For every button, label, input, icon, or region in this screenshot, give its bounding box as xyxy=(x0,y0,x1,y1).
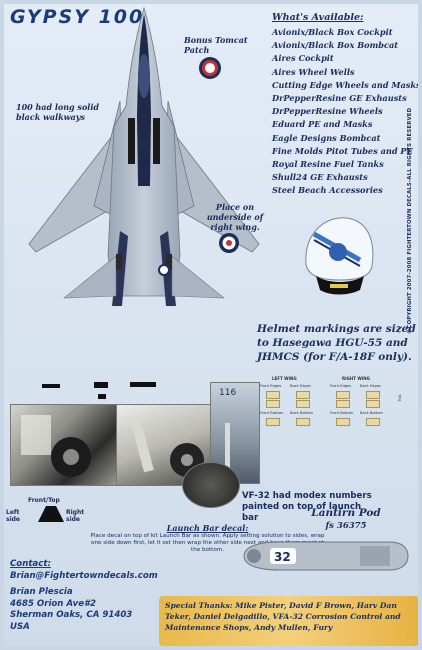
stencil-decal xyxy=(266,400,280,408)
available-products: What's Available: Avionix/Black Box Cock… xyxy=(272,12,418,198)
stencil-row-label: Front Bottom xyxy=(260,411,284,415)
lantirn-title: Lantirn Pod xyxy=(311,507,381,519)
available-item: Shull24 GE Exhausts xyxy=(272,172,368,183)
lantirn-pod-label: Lantirn Pod fs 36375 xyxy=(306,507,386,531)
modex-text: 116 xyxy=(219,388,236,398)
lantirn-fs-code: fs 36375 xyxy=(325,521,367,531)
available-item: DrPepperResine Wheels xyxy=(272,106,383,117)
contact-address2: Sherman Oaks, CA 91403 xyxy=(10,610,133,621)
roundel-icon xyxy=(219,233,239,253)
pod-number-text: 32 xyxy=(274,550,291,564)
vf32-note: VF-32 had modex numbers painted on top o… xyxy=(242,491,372,523)
launch-bar-closeup-photo xyxy=(182,462,240,508)
available-heading: What's Available: xyxy=(272,12,364,23)
stencil-decal xyxy=(266,391,280,399)
modex-number: 116 xyxy=(219,388,236,478)
launch-bar-instructions: Launch Bar decal: Place decal on top of … xyxy=(90,523,325,554)
available-item: Steel Beach Accessories xyxy=(272,185,383,196)
decal-strip xyxy=(42,384,60,388)
stencil-decal xyxy=(366,418,380,426)
stencil-row-label: Front Bottom xyxy=(330,411,354,415)
stencil-decal xyxy=(296,418,310,426)
stencil-decal xyxy=(366,400,380,408)
wheel-well-photo xyxy=(10,404,118,486)
wheel-icon xyxy=(21,415,91,477)
stencil-decal xyxy=(366,391,380,399)
special-thanks-text: Special Thanks: Mike Pister, David F Bro… xyxy=(165,601,401,632)
available-item: Avionix/Black Box Bombcat xyxy=(272,40,399,51)
stencil-decal xyxy=(336,400,350,408)
helmet-note: Helmet markings are sized to Hasegawa HG… xyxy=(257,323,416,363)
copyright-notice: ©COPYRIGHT 2007-2008 FIGHTERTOWN DECALS-… xyxy=(407,107,413,334)
stencil-decal xyxy=(296,400,310,408)
underside-note: Place on underside of right wing. xyxy=(206,202,264,232)
wing-stencil-chart: LEFT WING RIGHT WING Front Edges Back Ed… xyxy=(258,376,408,434)
stencil-col-label: Back Edges xyxy=(360,384,381,388)
launch-bar-title: Launch Bar decal: xyxy=(166,523,249,533)
launch-bar-decal-shape xyxy=(38,506,64,522)
bonus-patch-note: Bonus Tomcat Patch xyxy=(184,35,248,55)
left-wing-label: LEFT WING xyxy=(272,376,297,381)
available-item: Aires Cockpit xyxy=(272,53,334,64)
stencil-col-label: Front Edges xyxy=(330,384,352,388)
front-top-label: Front/Top xyxy=(28,497,60,504)
stencil-row-label: Back Bottom xyxy=(290,411,314,415)
stencil-decal xyxy=(336,418,350,426)
contact-block: Contact: Brian@Fightertowndecals.com Bri… xyxy=(10,559,180,634)
stencil-row-label: Back Bottom xyxy=(360,411,384,415)
available-item: DrPepperResine GE Exhausts xyxy=(272,93,407,104)
left-side-label: Left side xyxy=(6,509,20,523)
contact-email[interactable]: Brian@Fightertowndecals.com xyxy=(10,570,158,581)
contact-heading: Contact: xyxy=(10,559,51,569)
f14-tomcat-illustration xyxy=(28,6,260,306)
tail-label: TAIL xyxy=(397,394,402,402)
stencil-col-label: Front Edges xyxy=(260,384,282,388)
launch-bar-text: Place decal on top of kit Launch Bar as … xyxy=(90,533,325,553)
decal-strip xyxy=(94,382,108,388)
sheet-title: GYPSY 100 xyxy=(10,6,145,28)
contact-name: Brian Plescia xyxy=(10,587,73,598)
available-item: Avionix/Black Box Cockpit xyxy=(272,27,393,37)
contact-address1: 4685 Orion Ave#2 xyxy=(10,598,96,609)
available-item: Aires Wheel Wells xyxy=(272,66,355,77)
helmet-icon xyxy=(305,217,374,295)
available-item: Fine Molds Pitot Tubes and PE xyxy=(272,145,413,156)
available-list: Avionix/Black Box Cockpit Avionix/Black … xyxy=(272,26,418,198)
tomcat-patch-icon xyxy=(199,57,221,79)
special-thanks-box: Special Thanks: Mike Pister, David F Bro… xyxy=(159,596,418,646)
stencil-decal xyxy=(336,391,350,399)
decal-strip xyxy=(98,394,106,399)
lantirn-pod-illustration: 32 xyxy=(243,541,409,571)
available-item: Cutting Edge Wheels and Masks xyxy=(272,79,418,90)
decal-instruction-sheet: GYPSY 100 Bonus Tomcat Pat xyxy=(4,4,418,646)
contact-country: USA xyxy=(10,621,30,632)
available-item: Royal Resine Fuel Tanks xyxy=(272,159,384,170)
available-item: Eagle Designs Bombcat xyxy=(272,132,381,143)
walkway-note: 100 had long solid black walkways xyxy=(16,102,99,122)
stencil-col-label: Back Edges xyxy=(290,384,311,388)
right-side-label: Right side xyxy=(66,509,85,523)
stencil-decal xyxy=(296,391,310,399)
decal-strip xyxy=(130,382,156,387)
available-item: Eduard PE and Masks xyxy=(272,119,373,130)
right-wing-label: RIGHT WING xyxy=(342,376,370,381)
stencil-decal xyxy=(266,418,280,426)
